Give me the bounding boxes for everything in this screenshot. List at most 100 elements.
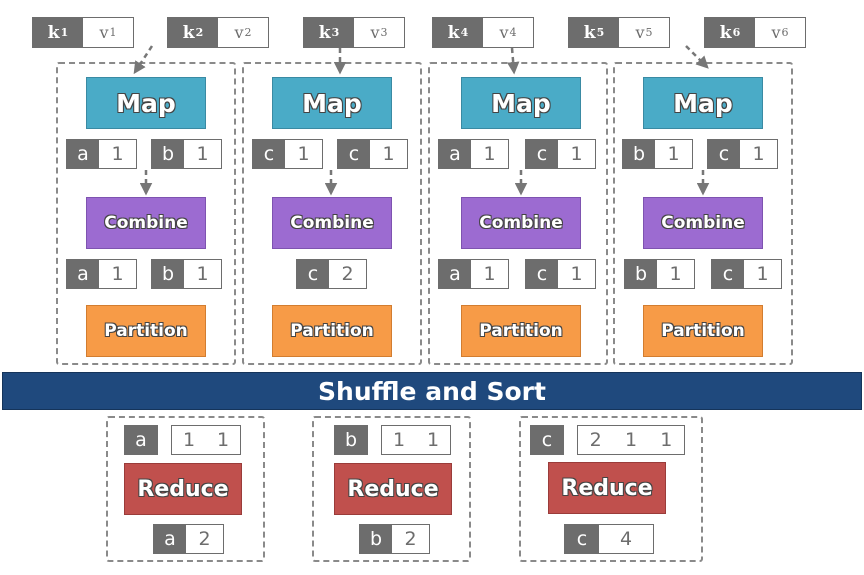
map-output-pair: c 1 xyxy=(337,139,408,169)
pair-value: 1 xyxy=(370,140,407,168)
map-output-pair: c 1 xyxy=(707,139,778,169)
pair-value: 1 xyxy=(655,140,692,168)
pair-key: c xyxy=(708,140,740,168)
pair-key: c xyxy=(531,426,563,454)
reducer-input-values: 1 1 xyxy=(381,425,451,455)
map-output-pair: c 1 xyxy=(525,139,596,169)
pair-value: 1 xyxy=(184,140,221,168)
value-item: 1 xyxy=(172,426,206,454)
pair-key: a xyxy=(154,525,186,553)
reducer-output-pair: b 2 xyxy=(359,524,430,554)
value-item: 1 xyxy=(648,426,684,454)
combine-output-pair: b 1 xyxy=(624,259,695,289)
value-item: 1 xyxy=(206,426,240,454)
partition-box-1: Partition xyxy=(86,305,206,357)
pair-value: 1 xyxy=(99,260,136,288)
partition-box-2: Partition xyxy=(272,305,392,357)
pair-key: b xyxy=(152,140,184,168)
pair-key: b xyxy=(152,260,184,288)
pair-key: b xyxy=(335,426,367,454)
reducer-container-2 xyxy=(312,416,471,562)
combine-output-pair: c 1 xyxy=(711,259,782,289)
value-item: 1 xyxy=(613,426,649,454)
pair-key: a xyxy=(67,260,99,288)
combine-output-pair: b 1 xyxy=(151,259,222,289)
pair-value: 1 xyxy=(471,140,508,168)
partition-box-4: Partition xyxy=(643,305,763,357)
pair-value: 1 xyxy=(657,260,694,288)
combine-box-4: Combine xyxy=(643,197,763,249)
pair-key: a xyxy=(439,140,471,168)
pair-key: b xyxy=(360,525,392,553)
map-box-1: Map xyxy=(86,77,206,129)
combine-output-pair: a 1 xyxy=(66,259,137,289)
pair-value: 1 xyxy=(744,260,781,288)
pair-value: 1 xyxy=(558,140,595,168)
pair-value: 1 xyxy=(99,140,136,168)
pair-value: 1 xyxy=(558,260,595,288)
value-item: 2 xyxy=(578,426,614,454)
pair-key: c xyxy=(712,260,744,288)
pair-value: 1 xyxy=(471,260,508,288)
pair-value: 4 xyxy=(599,525,653,553)
map-output-pair: b 1 xyxy=(151,139,222,169)
map-box-3: Map xyxy=(461,77,581,129)
pair-key: c xyxy=(253,140,285,168)
map-output-pair: b 1 xyxy=(622,139,693,169)
reducer-input-values: 1 1 xyxy=(171,425,241,455)
pair-key: a xyxy=(67,140,99,168)
map-box-4: Map xyxy=(643,77,763,129)
pair-key: c xyxy=(565,525,599,553)
reducer-output-pair: a 2 xyxy=(153,524,224,554)
reducer-input-key: b xyxy=(334,425,368,455)
value-item: 1 xyxy=(382,426,416,454)
pair-key: a xyxy=(439,260,471,288)
pair-value: 2 xyxy=(392,525,429,553)
combine-box-1: Combine xyxy=(86,197,206,249)
reduce-box-1: Reduce xyxy=(124,463,242,515)
pair-value: 1 xyxy=(740,140,777,168)
pair-key: c xyxy=(297,260,329,288)
reducer-input-values: 2 1 1 xyxy=(577,425,685,455)
shuffle-and-sort-bar: Shuffle and Sort xyxy=(2,372,862,410)
value-item: 1 xyxy=(416,426,450,454)
reduce-box-2: Reduce xyxy=(334,463,452,515)
combine-output-pair: a 1 xyxy=(438,259,509,289)
map-box-2: Map xyxy=(272,77,392,129)
combine-box-3: Combine xyxy=(461,197,581,249)
reducer-container-3 xyxy=(519,416,703,562)
reduce-box-3: Reduce xyxy=(548,462,666,514)
reducer-container-1 xyxy=(106,416,265,562)
reducer-input-key: c xyxy=(530,425,564,455)
pair-value: 2 xyxy=(329,260,366,288)
pair-key: b xyxy=(625,260,657,288)
combine-output-pair: c 1 xyxy=(525,259,596,289)
combine-box-2: Combine xyxy=(272,197,392,249)
pair-value: 2 xyxy=(186,525,223,553)
pair-key: c xyxy=(526,140,558,168)
pair-key: c xyxy=(338,140,370,168)
map-output-pair: a 1 xyxy=(66,139,137,169)
pair-value: 1 xyxy=(184,260,221,288)
reducer-input-key: a xyxy=(124,425,158,455)
pair-key: b xyxy=(623,140,655,168)
pair-value: 1 xyxy=(285,140,322,168)
